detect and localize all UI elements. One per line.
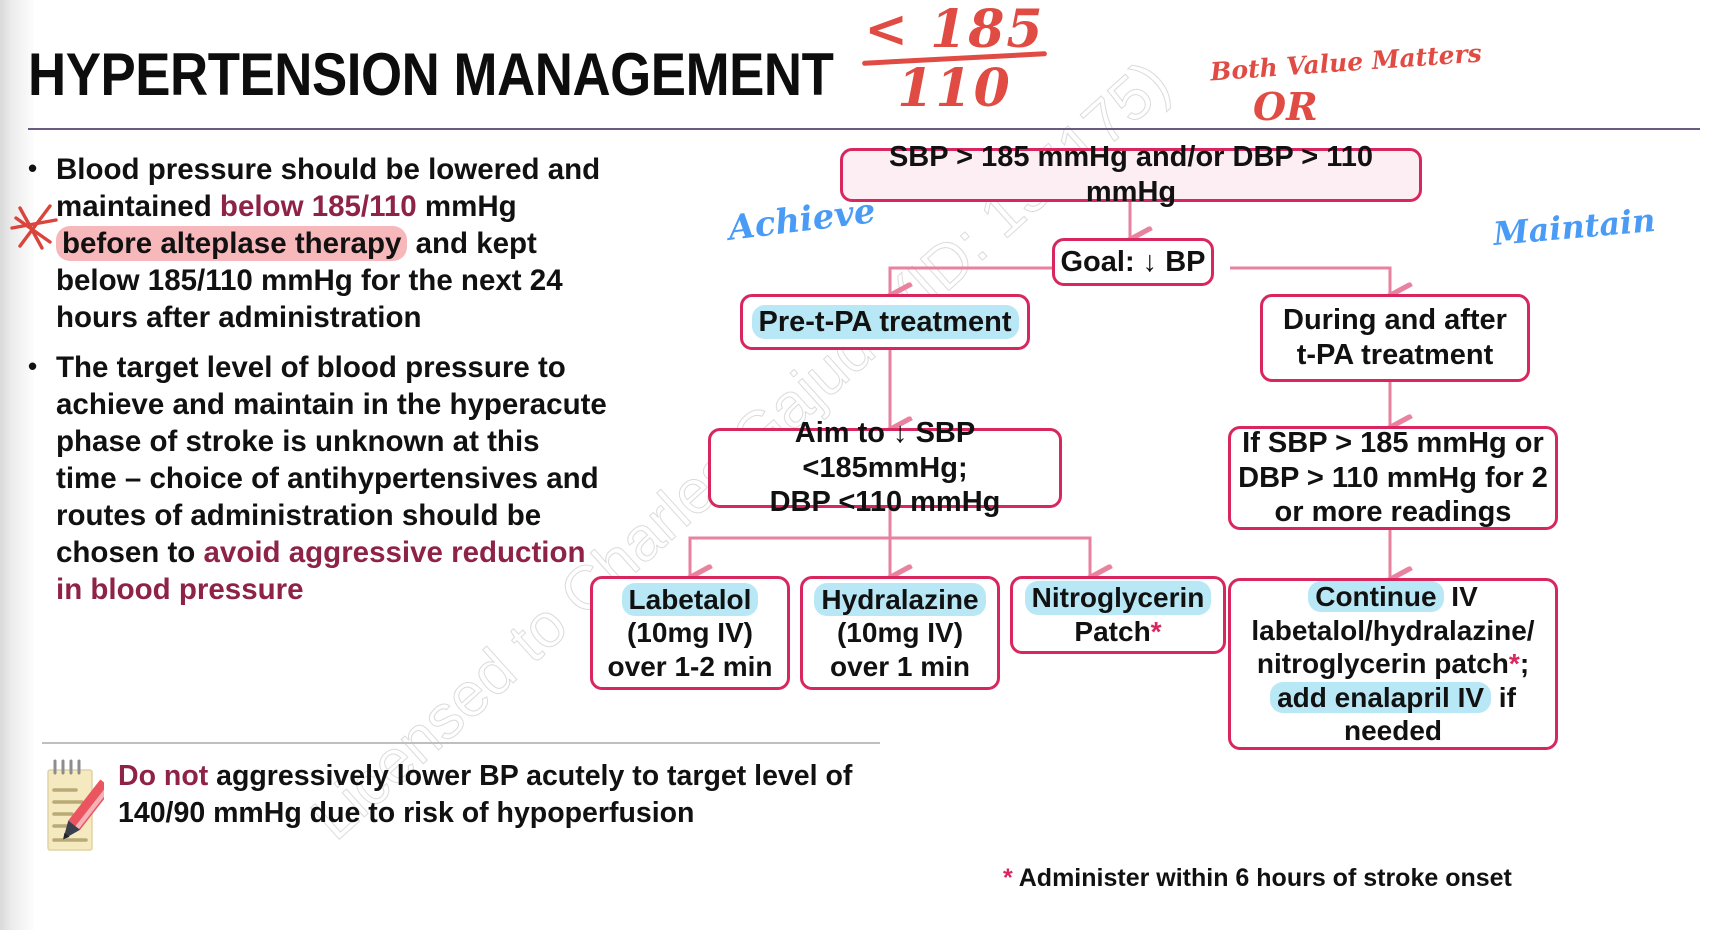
- footnote: * Administer within 6 hours of stroke on…: [1003, 864, 1512, 893]
- list-item: • Blood pressure should be lowered and m…: [28, 152, 608, 336]
- notepad-pencil-icon: [47, 759, 104, 851]
- bullet-list: • Blood pressure should be lowered and m…: [28, 152, 608, 623]
- node-hydralazine-dose: (10mg IV) over 1 min: [829, 617, 971, 682]
- bullet-segment: mmHg: [416, 189, 517, 223]
- node-if-high-readings: If SBP > 185 mmHg or DBP > 110 mmHg for …: [1228, 426, 1558, 530]
- handwritten-or: OR: [1253, 84, 1318, 129]
- handwritten-numerator: < 185: [864, 0, 1045, 60]
- bullet-text: Blood pressure should be lowered and mai…: [56, 152, 608, 336]
- node-hydralazine-name: Hydralazine: [814, 582, 986, 617]
- title-divider: [28, 128, 1700, 130]
- bullet-segment-maroon: avoid aggressive reduction in blood pres…: [56, 535, 586, 606]
- bullet-segment: and kept below 185/110 mmHg for the next…: [56, 226, 563, 334]
- bullet-segment: Blood pressure should be lowered and mai…: [56, 153, 601, 223]
- node-nitroglycerin-name: Nitroglycerin: [1024, 581, 1212, 615]
- flowchart: SBP > 185 mmHg and/or DBP > 110 mmHg Goa…: [560, 140, 1732, 930]
- continue-line-2: labetalol/hydralazine/: [1251, 614, 1535, 646]
- bullet-segment-maroon: below 185/110: [219, 189, 417, 223]
- node-trigger: SBP > 185 mmHg and/or DBP > 110 mmHg: [840, 141, 1422, 208]
- note-divider: [42, 742, 880, 744]
- footnote-text: Administer within 6 hours of stroke onse…: [1012, 864, 1512, 892]
- node-continue-therapy: Continue IV labetalol/hydralazine/ nitro…: [1228, 578, 1558, 750]
- footnote-marker: *: [1003, 864, 1013, 892]
- star-doodle-icon: [10, 204, 58, 250]
- note-rest: aggressively lower BP acutely to target …: [118, 760, 853, 830]
- node-nitroglycerin-patch: Nitroglycerin Patch*: [1010, 576, 1226, 654]
- note-emphasis: Do not: [118, 760, 209, 792]
- note-text: Do not aggressively lower BP acutely to …: [118, 758, 892, 832]
- continue-line-1: Continue IV: [1308, 580, 1478, 614]
- node-labetalol-dose: (10mg IV) over 1-2 min: [607, 617, 773, 682]
- node-pre-tpa-label: Pre-t-PA treatment: [751, 304, 1019, 340]
- slide-left-edge: [0, 0, 34, 930]
- node-hydralazine: Hydralazine (10mg IV) over 1 min: [800, 576, 1000, 690]
- page-title: HYPERTENSION MANAGEMENT: [28, 41, 834, 108]
- bullet-segment-highlight: before alteplase therapy: [56, 225, 408, 261]
- bullet-marker: •: [28, 153, 38, 183]
- node-goal: Goal: ↓ BP: [1052, 238, 1214, 286]
- warning-note: Do not aggressively lower BP acutely to …: [42, 758, 892, 854]
- node-labetalol-name: Labetalol: [621, 582, 759, 617]
- handwritten-denominator: 110: [897, 58, 1012, 119]
- continue-line-4: add enalapril IV if: [1270, 681, 1516, 715]
- node-labetalol: Labetalol (10mg IV) over 1-2 min: [590, 576, 790, 690]
- continue-line-3: nitroglycerin patch*;: [1256, 648, 1530, 680]
- bullet-text: The target level of blood pressure to ac…: [56, 350, 608, 608]
- flow-connectors: [560, 202, 1732, 930]
- footnote-asterisk: *: [1150, 616, 1162, 647]
- handwritten-target-fraction: < 185 110: [861, 0, 1048, 119]
- list-item: • The target level of blood pressure to …: [28, 350, 608, 608]
- node-pre-tpa: Pre-t-PA treatment: [740, 294, 1030, 350]
- continue-line-5: needed: [1343, 715, 1443, 747]
- bullet-marker: •: [28, 351, 38, 382]
- node-aim-targets: Aim to ↓ SBP <185mmHg; DBP <110 mmHg: [708, 417, 1062, 518]
- handwritten-both-value-matters: Both Value Matters: [1209, 38, 1483, 87]
- node-nitroglycerin-rest: Patch*: [1074, 616, 1162, 647]
- node-during-after-tpa: During and after t-PA treatment: [1260, 294, 1530, 382]
- bullet-segment: The target level of blood pressure to ac…: [56, 351, 607, 569]
